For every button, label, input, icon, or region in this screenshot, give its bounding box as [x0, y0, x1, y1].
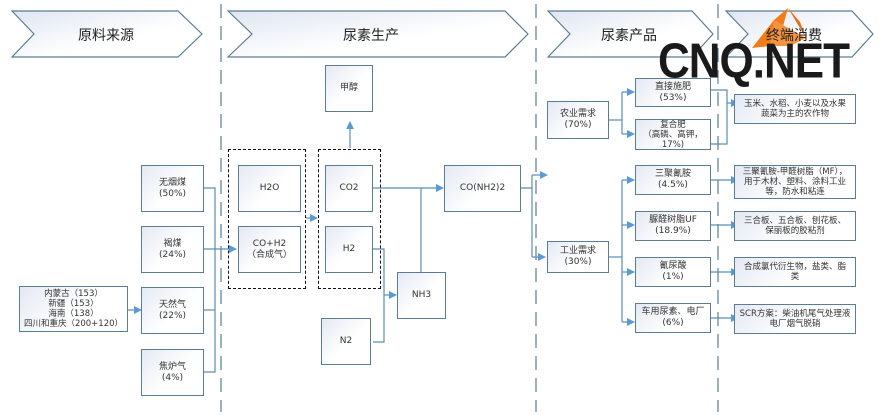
gasification-group: [228, 149, 306, 289]
product-vehicle-urea-power-plant: 车用尿素、电厂 (6%): [635, 303, 711, 333]
node-syngas: CO+H2 （合成气）: [238, 226, 301, 273]
node-n2: N2: [321, 318, 371, 365]
stage-label-urea-production: 尿素生产: [343, 28, 399, 44]
consumption-crops: 玉米、水稻、小麦以及水果 蔬菜为主的农作物: [734, 94, 856, 124]
stage-chevron-urea-production: [226, 10, 529, 58]
product-direct-fertilizer: 直接施肥 (53%): [635, 78, 711, 107]
stage-chevron-raw-materials: [10, 10, 203, 58]
demand-industry: 工业需求 (30%): [547, 241, 609, 273]
stage-label-raw-materials: 原料来源: [78, 28, 134, 44]
consumption-mf-resin: 三聚氰胺-甲醛树脂（MF）， 用于木材、塑料、涂料工业 等，防水和粘连: [734, 165, 856, 199]
source-coke-oven-gas: 焦炉气 (4%): [141, 349, 204, 396]
node-methanol: 甲醇: [325, 65, 373, 112]
stage-label-urea-products: 尿素产品: [601, 28, 657, 44]
node-co2: CO2: [325, 165, 373, 212]
connector-lines: [127, 88, 739, 373]
product-urea-formaldehyde-resin: 脲醛树脂UF (18.9%): [635, 211, 711, 241]
source-natural-gas: 天然气 (22%): [141, 287, 204, 334]
product-compound-fertilizer: 复合肥 （高磷、高钾， 17%): [635, 119, 711, 150]
source-lignite: 褐煤 (24%): [141, 226, 204, 273]
source-anthracite: 无烟煤 (50%): [141, 165, 204, 212]
demand-agriculture: 农业需求 (70%): [547, 101, 609, 139]
watermark-text: CNQ.NET: [658, 34, 850, 89]
stage-label-end-consumption: 终端消费: [766, 28, 822, 44]
node-urea: CO(NH2)2: [444, 165, 521, 212]
consumption-scr-denitration: SCR方案：柴油机尾气处理液 电厂烟气脱硝: [734, 304, 856, 334]
consumption-plywood-adhesive: 三合板、五合板、刨花板、 保丽板的胶粘剂: [734, 211, 856, 241]
node-h2o: H2O: [238, 165, 301, 212]
consumption-chloro-derivatives: 合成氯代衍生物，盐类、脂 类: [734, 257, 856, 287]
product-cyanuric-acid: 氰尿酸 (1%): [635, 257, 711, 287]
stage-chevron-urea-products: [546, 10, 714, 58]
product-melamine: 三聚氰胺 (4.5%): [635, 165, 711, 195]
node-nh3: NH3: [397, 272, 446, 319]
regions-box: 内蒙古（153） 新疆（153） 海南（138） 四川和重庆（200+120）: [19, 286, 128, 332]
node-h2: H2: [325, 226, 373, 273]
watermark-logo-icon: [752, 8, 806, 48]
shift-group: [318, 149, 381, 289]
